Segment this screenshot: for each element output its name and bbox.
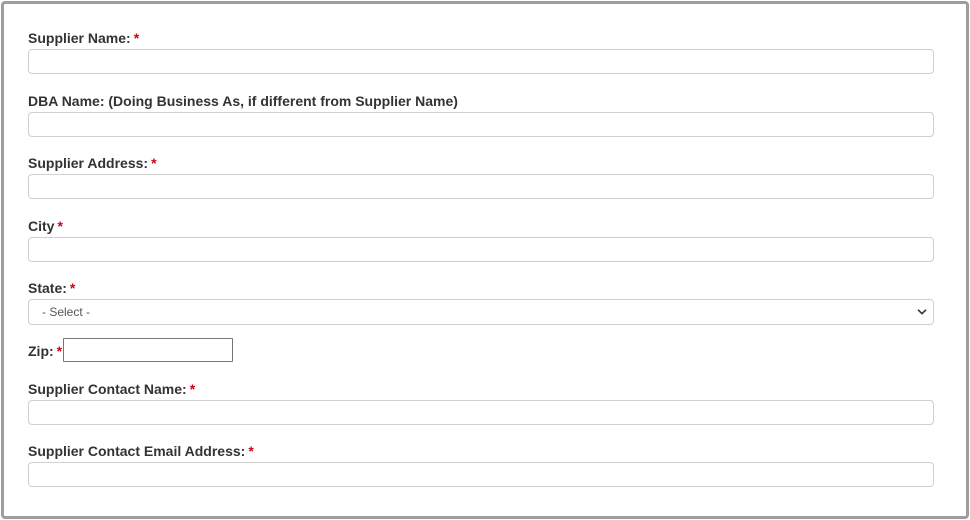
supplier-address-label: Supplier Address:*: [28, 155, 157, 171]
contact-name-label-text: Supplier Contact Name:: [28, 381, 187, 397]
required-asterisk: *: [69, 280, 76, 296]
zip-label-text: Zip:: [28, 343, 54, 359]
state-select[interactable]: - Select -: [28, 299, 934, 325]
required-asterisk: *: [56, 343, 63, 359]
supplier-address-label-text: Supplier Address:: [28, 155, 149, 171]
dba-name-input[interactable]: [28, 112, 934, 137]
supplier-name-label-text: Supplier Name:: [28, 30, 131, 46]
required-asterisk: *: [248, 443, 254, 459]
required-asterisk: *: [189, 381, 196, 397]
contact-name-input[interactable]: [28, 400, 934, 425]
required-asterisk: *: [57, 218, 63, 234]
city-label-text: City: [28, 218, 55, 234]
required-asterisk: *: [151, 155, 157, 171]
zip-label: Zip:*: [28, 343, 62, 359]
dba-name-label-text: DBA Name: (Doing Business As, if differe…: [28, 93, 458, 109]
city-input[interactable]: [28, 237, 934, 262]
contact-email-label-text: Supplier Contact Email Address:: [28, 443, 246, 459]
supplier-name-input[interactable]: [28, 49, 934, 74]
state-label: State:*: [28, 280, 75, 296]
chevron-down-icon: [917, 309, 927, 315]
city-label: City*: [28, 218, 63, 234]
required-asterisk: *: [133, 30, 140, 46]
contact-email-label: Supplier Contact Email Address:*: [28, 443, 254, 459]
state-label-text: State:: [28, 280, 67, 296]
zip-input[interactable]: [63, 338, 233, 362]
dba-name-label: DBA Name: (Doing Business As, if differe…: [28, 93, 458, 109]
supplier-name-label: Supplier Name:*: [28, 30, 139, 46]
contact-name-label: Supplier Contact Name:*: [28, 381, 195, 397]
contact-email-input[interactable]: [28, 462, 934, 487]
state-select-value: - Select -: [42, 305, 91, 319]
supplier-address-input[interactable]: [28, 174, 934, 199]
